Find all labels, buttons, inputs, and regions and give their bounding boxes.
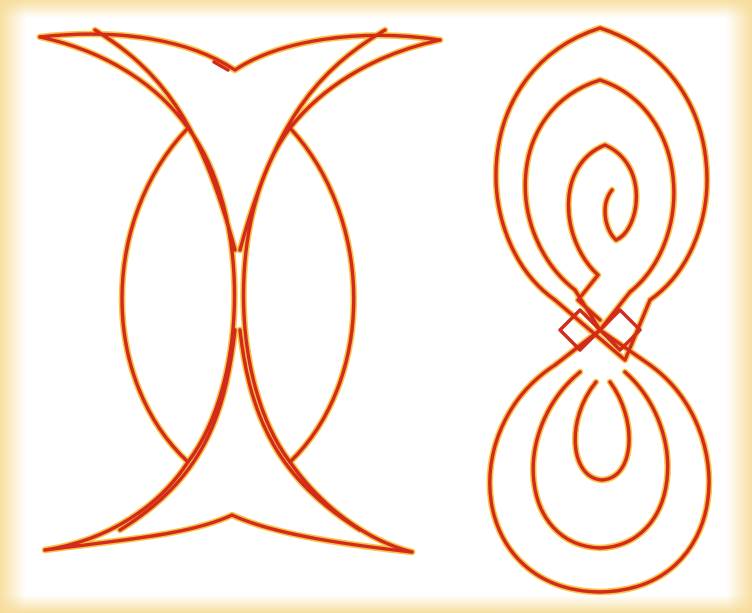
spiral-knot-halo	[490, 28, 709, 592]
spiral-knot-lines	[490, 28, 709, 592]
